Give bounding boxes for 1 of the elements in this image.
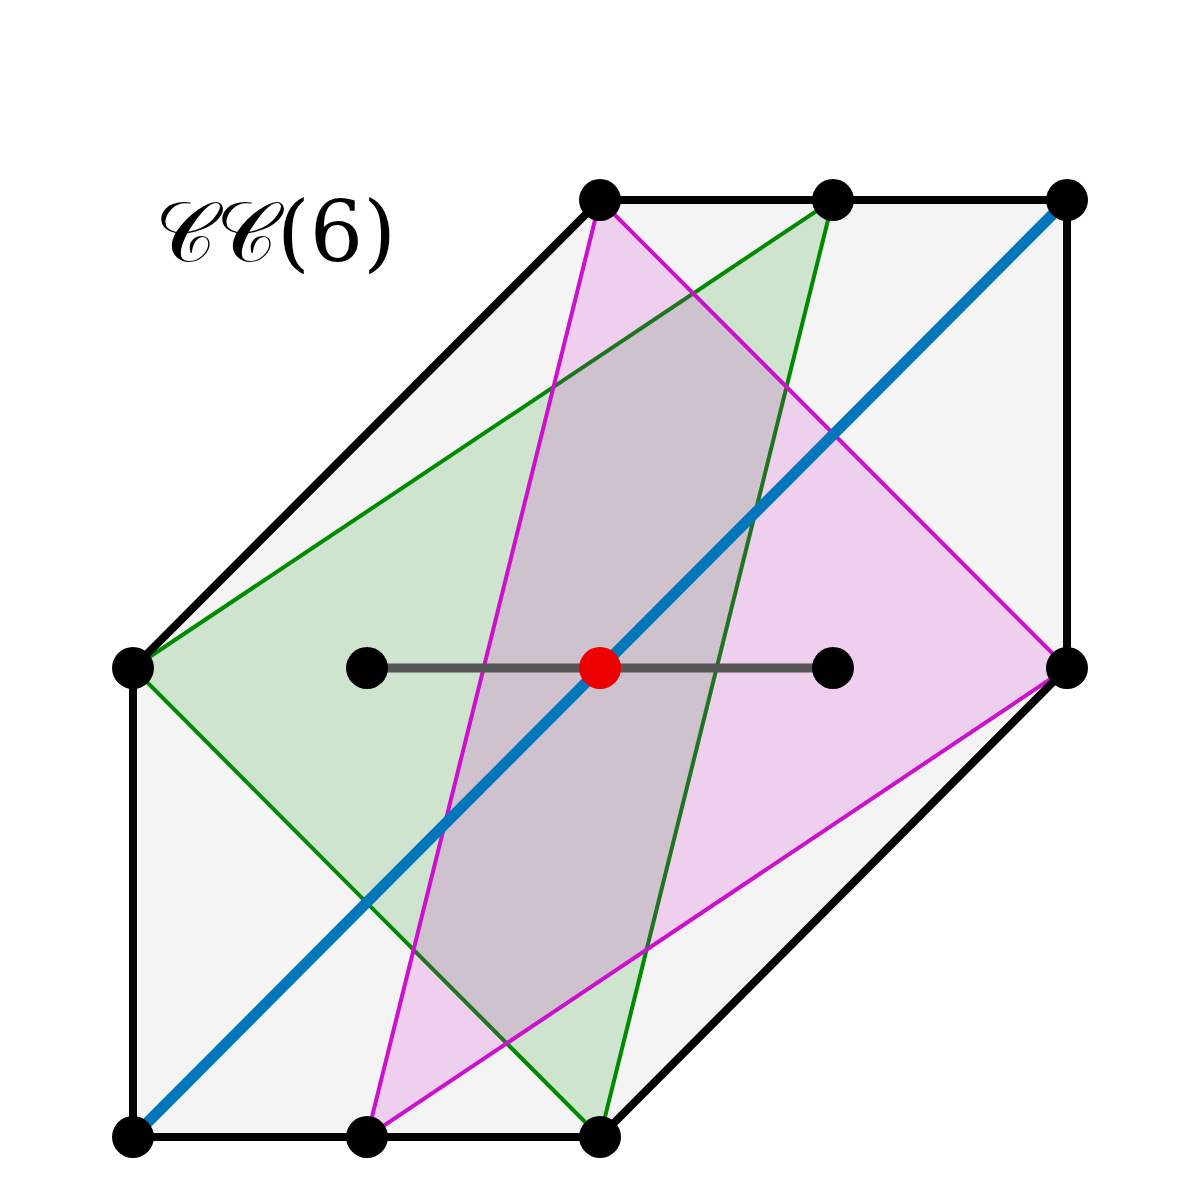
math-label: 𝒞𝒞(6) [155, 190, 396, 274]
